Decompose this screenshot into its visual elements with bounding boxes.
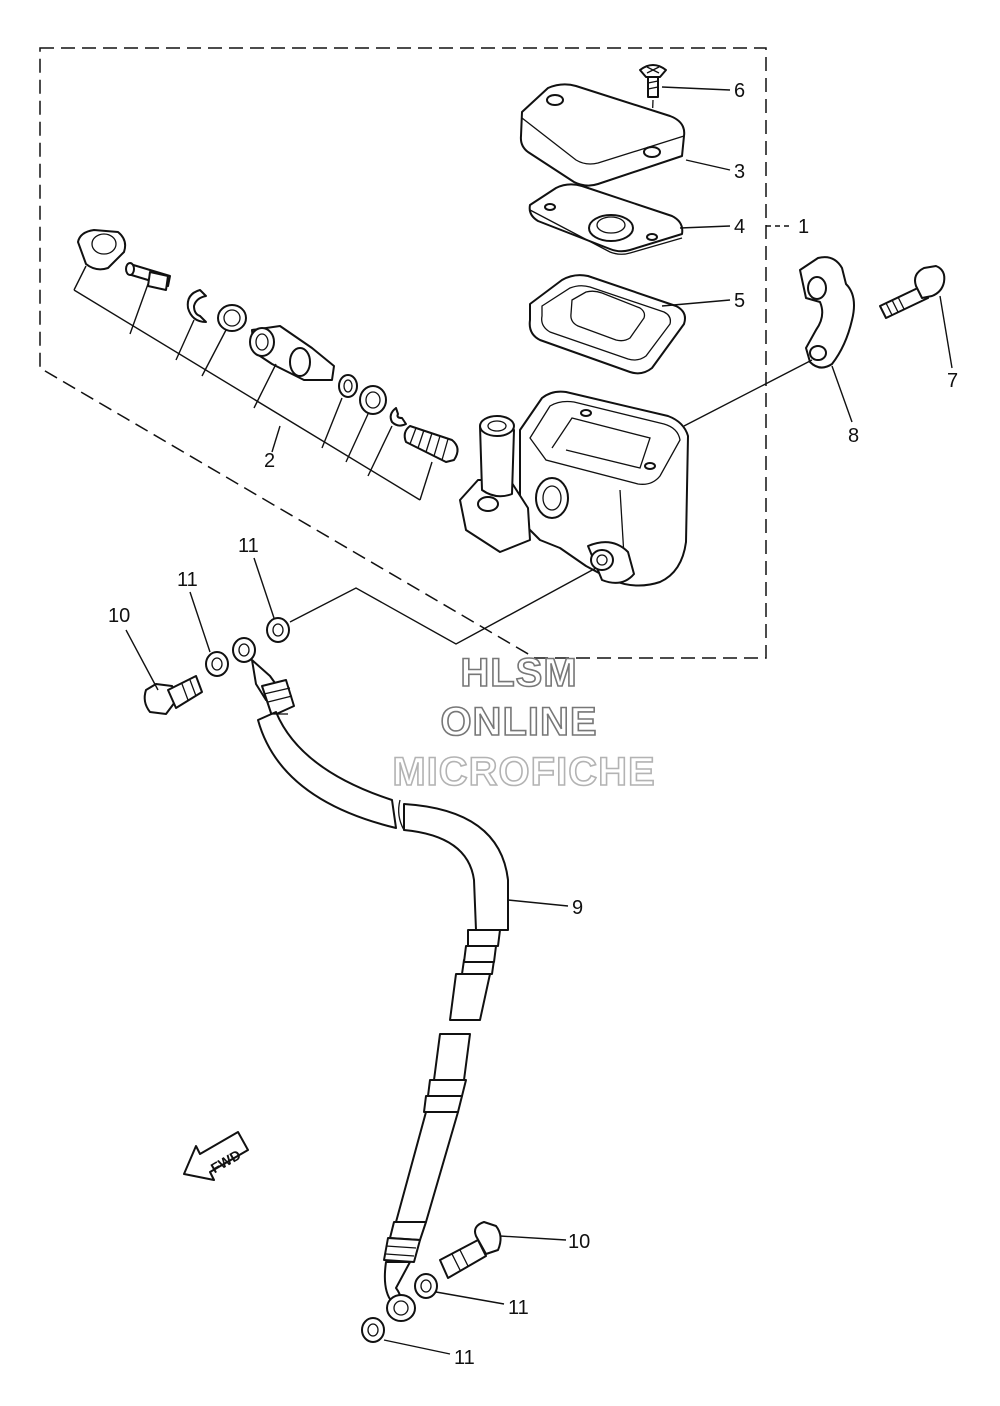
piston-kit-part-2 bbox=[73, 229, 459, 501]
callout-6: 6 bbox=[734, 80, 745, 102]
diaphragm-part-5 bbox=[528, 274, 686, 375]
master-cylinder-body bbox=[459, 390, 689, 587]
callout-2: 2 bbox=[264, 450, 275, 472]
holder-part-8 bbox=[799, 256, 855, 369]
washer-upper-left-part-11 bbox=[205, 651, 229, 677]
callout-3: 3 bbox=[734, 161, 745, 183]
diaphragm-plate-part-4 bbox=[528, 183, 684, 255]
brake-hose-part-9 bbox=[232, 637, 509, 1322]
union-bolt-lower-part-10 bbox=[439, 1221, 502, 1279]
callout-5: 5 bbox=[734, 290, 745, 312]
union-bolt-upper-part-10 bbox=[143, 675, 203, 715]
callout-10-lower: 10 bbox=[568, 1231, 590, 1253]
callout-7: 7 bbox=[947, 370, 958, 392]
watermark-line-2: ONLINE bbox=[440, 700, 597, 744]
callout-10-upper: 10 bbox=[108, 605, 130, 627]
callout-4: 4 bbox=[734, 216, 745, 238]
leader-lines bbox=[125, 86, 953, 1355]
callout-11-lower-middle: 11 bbox=[508, 1297, 529, 1319]
callout-labels: 6 3 4 1 5 7 8 2 11 11 10 9 10 11 11 bbox=[108, 80, 958, 1369]
watermark-line-1: HLSM bbox=[460, 651, 577, 695]
watermark: HLSM ONLINE MICROFICHE bbox=[392, 650, 656, 795]
assembly-boundary bbox=[39, 47, 767, 659]
fwd-arrow-icon: FWD bbox=[183, 1131, 249, 1181]
callout-9: 9 bbox=[572, 897, 583, 919]
watermark-line-3: MICROFICHE bbox=[392, 750, 655, 794]
screw-part-6 bbox=[639, 64, 667, 153]
callout-11-lower-bottom: 11 bbox=[454, 1347, 475, 1369]
washer-lower-middle-part-11 bbox=[414, 1273, 438, 1299]
callout-11-upper-left: 11 bbox=[177, 569, 198, 591]
reservoir-cap-part-3 bbox=[519, 83, 686, 187]
washer-upper-right-part-11 bbox=[266, 617, 290, 643]
washer-lower-bottom-part-11 bbox=[361, 1317, 385, 1343]
callout-11-upper-right: 11 bbox=[238, 535, 259, 557]
callout-1: 1 bbox=[798, 216, 809, 238]
callout-8: 8 bbox=[848, 425, 859, 447]
bolt-part-7 bbox=[879, 265, 946, 319]
